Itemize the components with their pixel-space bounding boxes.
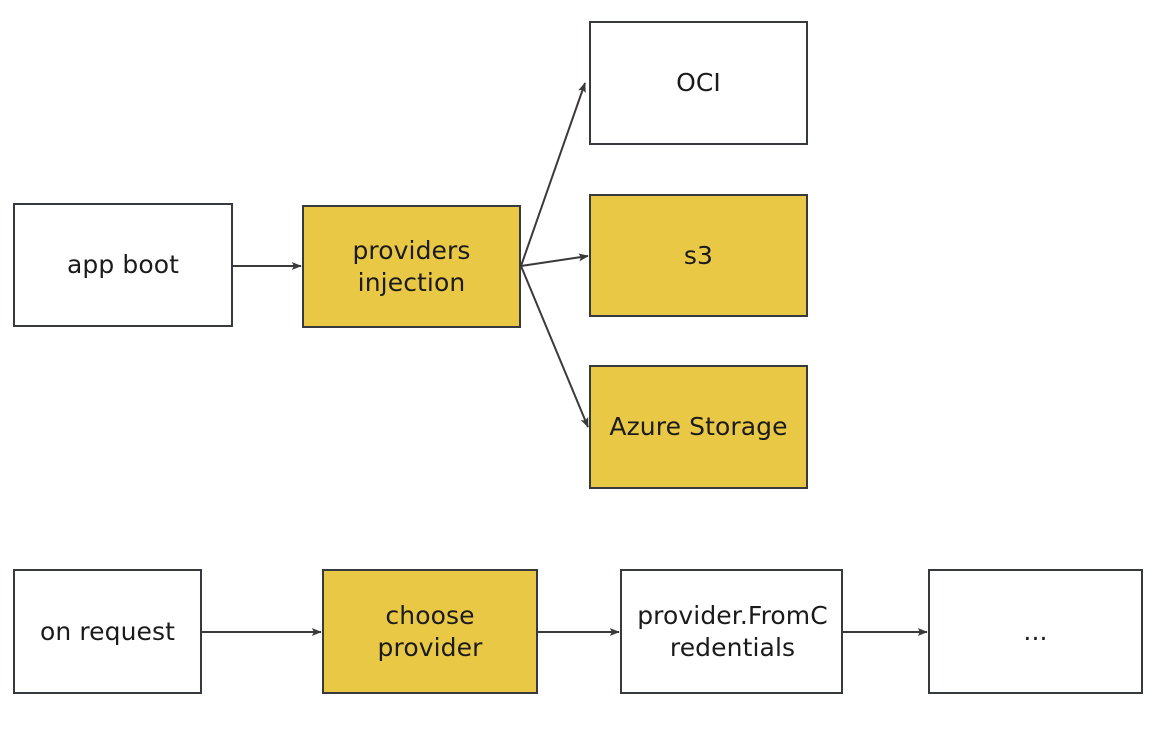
- node-choose-provider-label: choose provider: [377, 600, 483, 662]
- node-azure-storage-label: Azure Storage: [609, 412, 788, 441]
- node-providers-injection[interactable]: providers injection: [302, 205, 521, 328]
- node-app-boot-label: app boot: [66, 250, 180, 279]
- node-ellipsis[interactable]: ...: [928, 569, 1143, 694]
- node-provider-from-credentials[interactable]: provider.FromC redentials: [620, 569, 843, 694]
- node-on-request-label: on request: [39, 616, 176, 646]
- edge-providers-injection-to-azure-storage: [520, 265, 589, 428]
- node-app-boot[interactable]: app boot: [13, 203, 233, 327]
- edge-providers-injection-to-s3: [520, 253, 589, 267]
- node-on-request[interactable]: on request: [13, 569, 202, 694]
- node-provider-from-credentials-label: provider.FromC redentials: [637, 600, 828, 662]
- edge-providers-injection-to-oci: [520, 82, 586, 267]
- node-choose-provider[interactable]: choose provider: [322, 569, 538, 694]
- node-oci[interactable]: OCI: [589, 21, 808, 145]
- node-s3[interactable]: s3: [589, 194, 808, 317]
- node-s3-label: s3: [683, 240, 714, 270]
- node-ellipsis-label: ...: [1023, 616, 1048, 646]
- node-azure-storage[interactable]: Azure Storage: [589, 365, 808, 489]
- node-providers-injection-label: providers injection: [352, 235, 471, 297]
- node-oci-label: OCI: [676, 68, 721, 97]
